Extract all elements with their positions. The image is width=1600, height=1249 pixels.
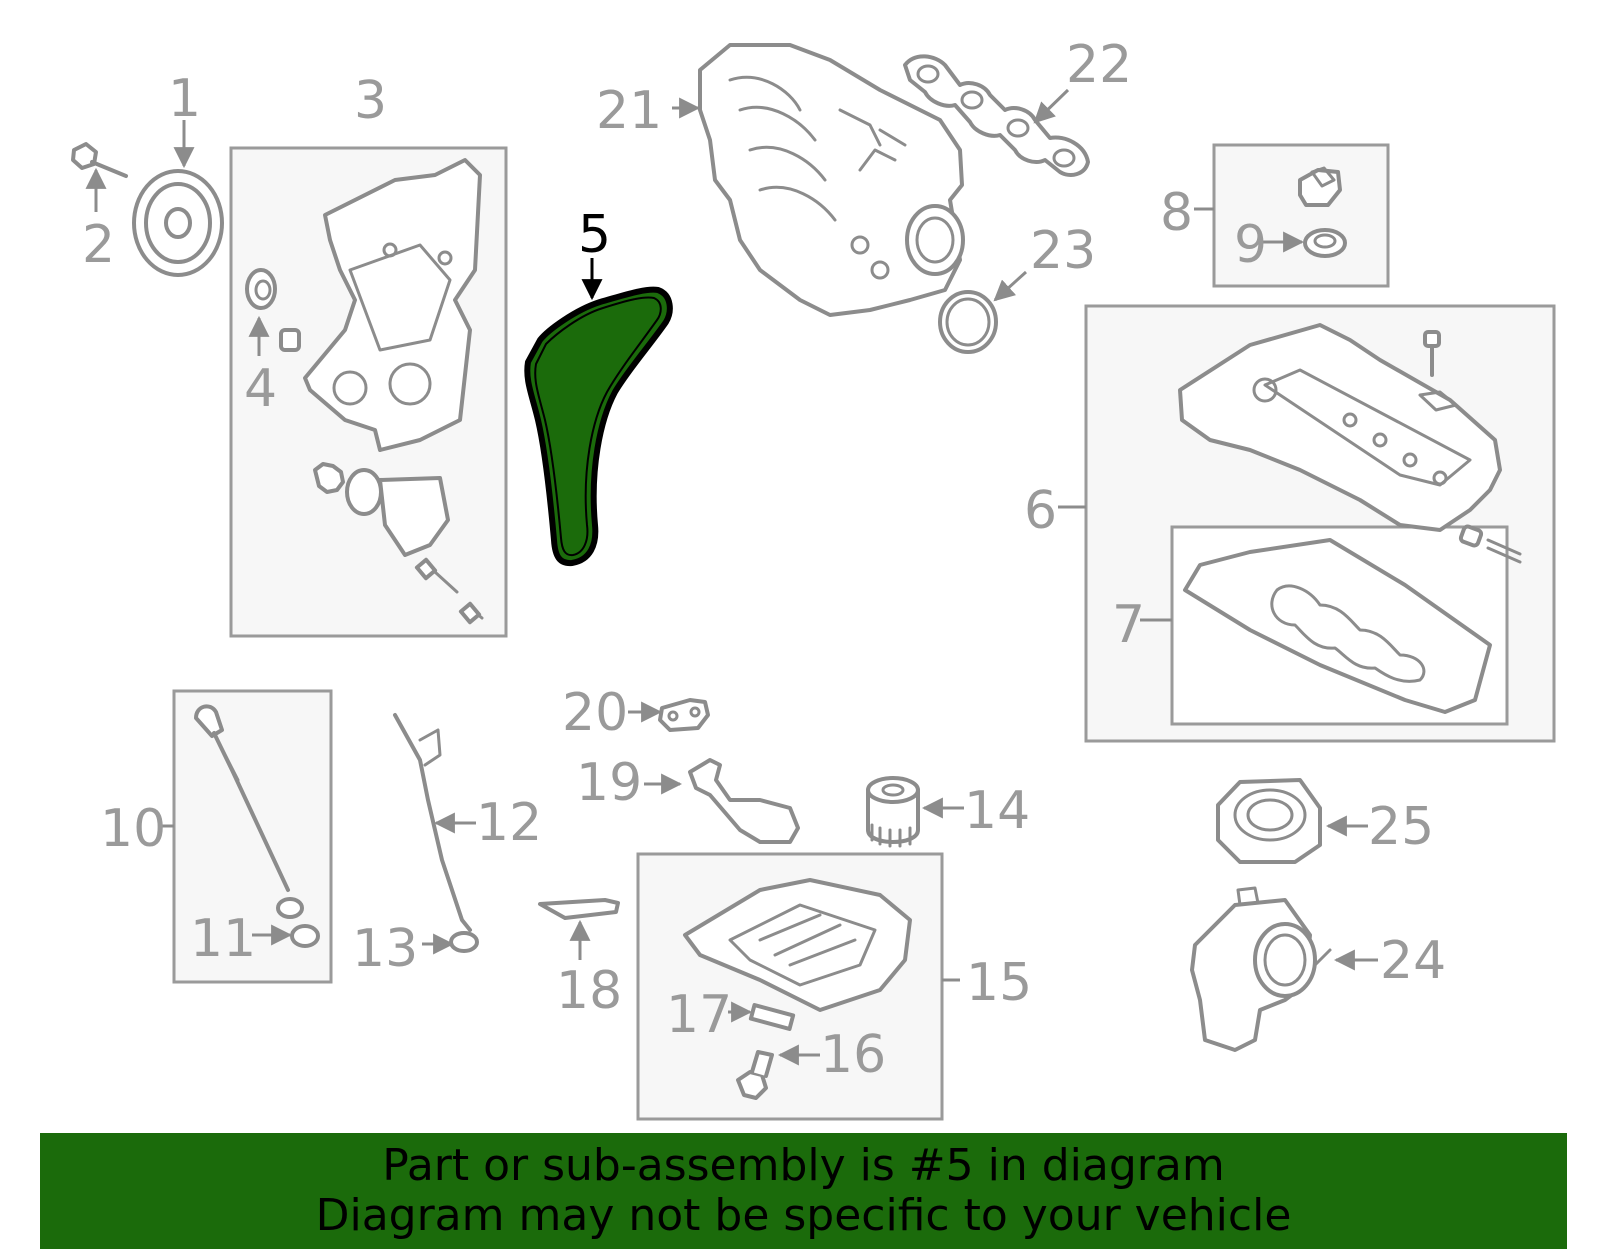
callout-25: 25 — [1368, 797, 1434, 857]
callout-12: 12 — [476, 793, 542, 853]
dipstick-tube-o-ring — [449, 931, 479, 953]
callout-13: 13 — [352, 919, 418, 979]
callout-9: 9 — [1234, 215, 1267, 275]
intake-manifold — [698, 43, 965, 317]
callout-10: 10 — [100, 799, 166, 859]
valve-cover — [1178, 323, 1522, 564]
banner-line-2: Diagram may not be specific to your vehi… — [315, 1190, 1292, 1241]
callout-5: 5 — [578, 205, 611, 265]
callout-2: 2 — [82, 215, 115, 275]
crankshaft-pulley — [132, 169, 224, 277]
oil-filler-cap — [1298, 166, 1342, 207]
valve-cover-gasket — [1183, 538, 1492, 714]
throttle-body — [1190, 886, 1332, 1052]
timing-cover — [303, 158, 482, 452]
timing-cover-small-parts — [313, 462, 484, 625]
oil-drain-plug — [736, 1050, 774, 1100]
callout-14: 14 — [964, 781, 1030, 841]
front-oil-seal — [245, 268, 301, 352]
group-box-8 — [1212, 143, 1390, 288]
banner-line-1: Part or sub-assembly is #5 in diagram — [382, 1140, 1225, 1191]
callout-19: 19 — [576, 753, 642, 813]
callout-20: 20 — [562, 683, 628, 743]
callout-4: 4 — [244, 359, 277, 419]
oil-dipstick — [194, 704, 290, 892]
oil-cooler — [1216, 778, 1322, 864]
drain-plug-gasket — [748, 1003, 796, 1031]
timing-chain-highlighted — [524, 286, 673, 567]
callout-8: 8 — [1160, 183, 1193, 243]
callout-7: 7 — [1112, 595, 1145, 655]
oil-strainer — [688, 758, 800, 844]
intake-manifold-gasket — [903, 54, 1090, 177]
callout-3: 3 — [354, 71, 387, 131]
info-banner: Part or sub-assembly is #5 in diagram Di… — [40, 1133, 1567, 1249]
oil-filler-cap-gasket — [1303, 228, 1347, 258]
pulley-bolt — [71, 142, 128, 178]
oil-pan — [683, 878, 912, 1012]
oil-pickup-gasket — [658, 698, 710, 732]
callout-6: 6 — [1024, 481, 1057, 541]
oil-filter — [866, 776, 920, 848]
callout-23: 23 — [1030, 221, 1096, 281]
callout-18: 18 — [556, 961, 622, 1021]
callout-24: 24 — [1380, 931, 1446, 991]
callout-17: 17 — [666, 985, 732, 1045]
callout-16: 16 — [820, 1025, 886, 1085]
oil-pan-bracket — [538, 898, 620, 920]
callout-1: 1 — [168, 69, 201, 129]
callout-22: 22 — [1066, 35, 1132, 95]
throttle-body-gasket — [938, 290, 998, 354]
callout-21: 21 — [596, 81, 662, 141]
callout-11: 11 — [190, 909, 256, 969]
callout-15: 15 — [966, 953, 1032, 1013]
